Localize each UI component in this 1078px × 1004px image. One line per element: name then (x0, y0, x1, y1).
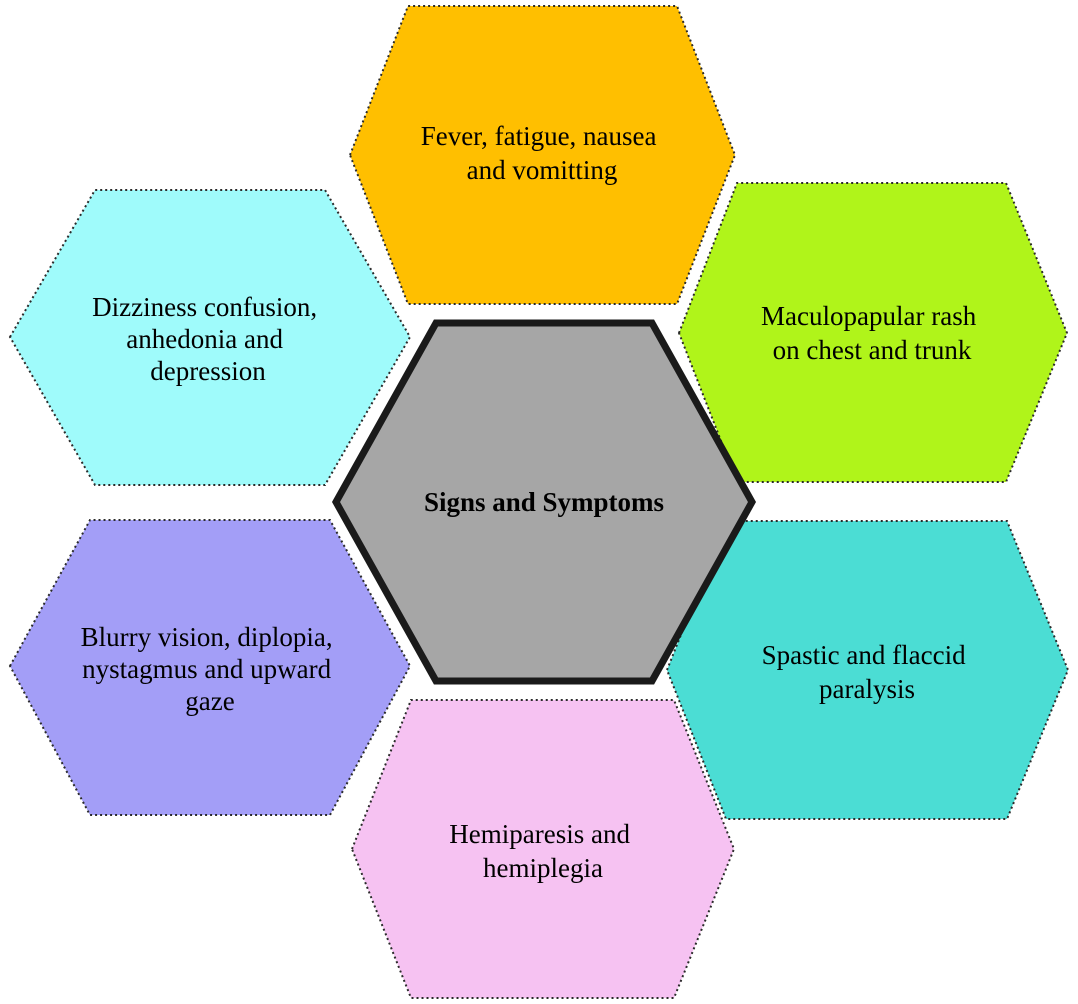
hex-upper-left-line-1: Dizziness confusion, (92, 292, 317, 322)
hex-top-shape (348, 5, 737, 305)
hex-bottom: Hemiparesis and hemiplegia (350, 699, 736, 999)
hex-upper-left-line-2: anhedonia and (126, 324, 283, 354)
svg-text:Dizziness confusion, anh: Dizziness confusion, anhedonia and depre… (92, 292, 324, 386)
hex-lower-left-line-3: gaze (185, 686, 234, 716)
hex-bottom-line-1: Hemiparesis and (449, 819, 630, 849)
hex-top: Fever, fatigue, nausea and vomitting (348, 5, 737, 305)
hex-upper-right: Maculopapular rash on chest and trunk (677, 182, 1069, 483)
svg-text:Spastic and flaccid para: Spastic and flaccid paralysis (762, 640, 973, 704)
hex-upper-right-line-1: Maculopapular rash (761, 301, 977, 331)
hex-lower-left: Blurry vision, diplopia, nystagmus and u… (8, 519, 412, 816)
hex-center-shape (331, 319, 757, 685)
svg-text:Hemiparesis and hemipleg: Hemiparesis and hemiplegia (449, 819, 636, 883)
svg-text:Blurry vision, diplopia,: Blurry vision, diplopia, nystagmus and u… (81, 622, 340, 716)
hex-top-line-1: Fever, fatigue, nausea (421, 121, 657, 151)
hex-top-line-2: and vomitting (467, 155, 618, 185)
hex-upper-left: Dizziness confusion, anhedonia and depre… (8, 189, 412, 486)
hex-upper-right-shape (677, 182, 1069, 483)
hex-lower-right-line-2: paralysis (819, 674, 915, 704)
center-title: Signs and Symptoms (424, 487, 664, 517)
hex-upper-left-shape (8, 189, 412, 486)
hex-lower-right-line-1: Spastic and flaccid (762, 640, 966, 670)
svg-text:Signs and Symptoms: Signs and Symptoms (424, 487, 664, 517)
hex-lower-left-line-1: Blurry vision, diplopia, (81, 622, 333, 652)
hex-bottom-shape (350, 699, 736, 999)
hex-center: Signs and Symptoms (331, 319, 757, 685)
hex-lower-right: Spastic and flaccid paralysis (665, 520, 1070, 820)
hex-upper-right-line-2: on chest and trunk (773, 335, 972, 365)
hex-lower-left-shape (8, 519, 412, 816)
hex-lower-right-shape (665, 520, 1070, 820)
hex-upper-left-line-3: depression (150, 356, 266, 386)
svg-text:Fever, fatigue, nausea a: Fever, fatigue, nausea and vomitting (421, 121, 664, 185)
svg-text:Maculopapular rash on ch: Maculopapular rash on chest and trunk (761, 301, 983, 365)
hex-bottom-line-2: hemiplegia (483, 853, 603, 883)
hex-lower-left-line-2: nystagmus and upward (82, 654, 331, 684)
